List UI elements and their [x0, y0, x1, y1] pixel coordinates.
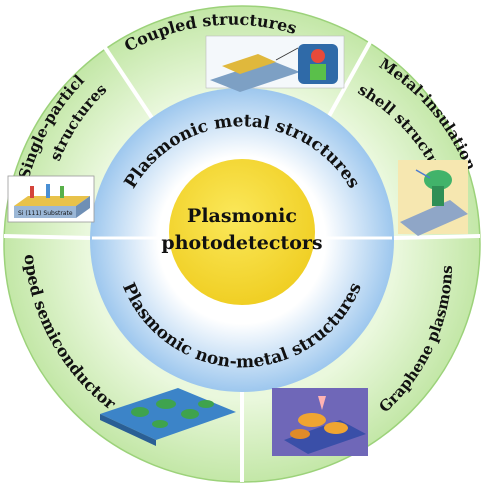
- device-bar-2: [46, 184, 50, 198]
- device-substrate: [14, 206, 76, 218]
- metal-shell-inset: [398, 160, 468, 236]
- shell-substrate: [400, 200, 468, 236]
- divider-single-coupled: [90, 26, 154, 120]
- graphene-disk-1: [298, 413, 326, 427]
- divider-metal-graphene: [391, 234, 481, 240]
- substrate-label: Si (111) Substrate: [18, 210, 73, 217]
- center-circle: [169, 159, 315, 305]
- doped-island-3: [181, 409, 199, 419]
- doped-plane-edge: [100, 414, 156, 446]
- graphene-light-arrow: [318, 396, 326, 410]
- coupled-green-block: [310, 64, 326, 80]
- watermark: 大脑资讯: [8, 469, 44, 481]
- graphene-disk-3: [290, 429, 310, 439]
- graphene-disk-2: [324, 422, 348, 434]
- coupled-zoom-line: [275, 47, 299, 61]
- doped-inset: [100, 388, 236, 446]
- graphene-inset: [272, 388, 368, 456]
- doped-island-2: [156, 399, 176, 409]
- shell-stem: [432, 186, 444, 206]
- coupled-inset: [205, 35, 345, 92]
- shell-light-ray: [415, 169, 431, 179]
- coupled-hotspot: [311, 49, 325, 63]
- doped-island-1: [131, 407, 149, 417]
- device-bar-3: [60, 186, 64, 198]
- divider-coupled-metal: [326, 27, 380, 119]
- divider-single-doped: [3, 234, 93, 240]
- device-bar-1: [30, 186, 34, 198]
- coupled-gold-film: [222, 54, 276, 74]
- shell-particle: [424, 170, 452, 190]
- single-particle-inset: Si (111) Substrate: [7, 175, 95, 223]
- doped-island-4: [152, 420, 168, 428]
- segment-dividers: [3, 26, 481, 482]
- device-top-layer: [14, 196, 90, 206]
- device-substrate-side: [76, 196, 90, 218]
- doped-island-5: [198, 400, 214, 408]
- center-title-line2: photodetectors: [161, 232, 322, 254]
- center-title-line1: Plasmonic: [187, 205, 297, 227]
- coupled-slab: [210, 60, 300, 92]
